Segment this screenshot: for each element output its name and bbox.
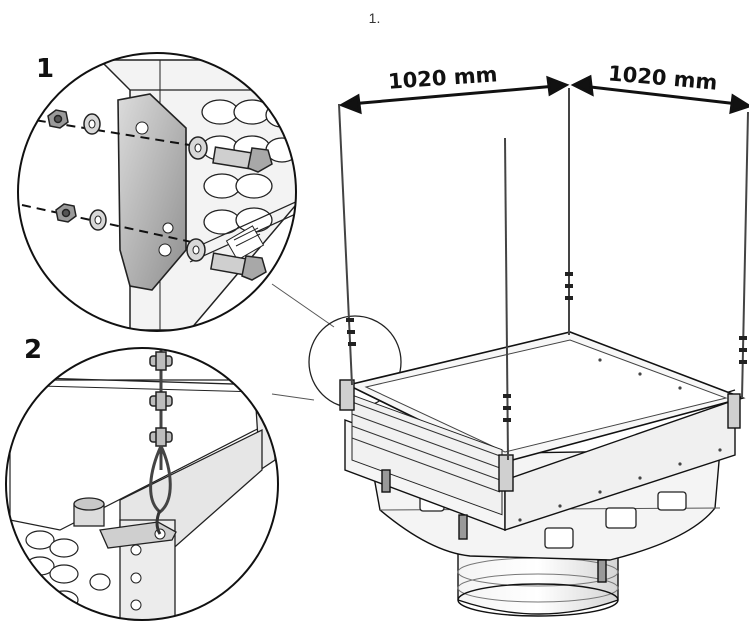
magnifier-circle-icon [5,347,279,621]
hex-nut-icon [47,109,69,129]
page-title: 1. [368,10,381,26]
zoom-detail-2 [6,348,278,620]
wire-clamp-icon [346,272,747,422]
rivets [518,358,722,522]
zoom-detail-1 [18,53,296,331]
hanging-unit [339,331,746,617]
louvre [225,225,265,261]
hex-nut-icon [55,203,77,223]
step-number-1: 1 [36,54,55,84]
coil-rows [351,401,501,493]
dimension-arrows [338,74,749,115]
bolt-icon [212,146,273,173]
magnifier-circle-icon [17,52,297,332]
washer-icon [188,136,208,160]
wire-clamp-icon [149,351,173,447]
callout-lines [271,283,335,401]
washer-icon [186,238,206,262]
bracket-plate-icon [117,93,187,291]
washer-icon [89,209,107,231]
washer-icon [83,113,101,135]
bolt-icon [210,252,267,281]
step-number-2: 2 [24,335,43,365]
